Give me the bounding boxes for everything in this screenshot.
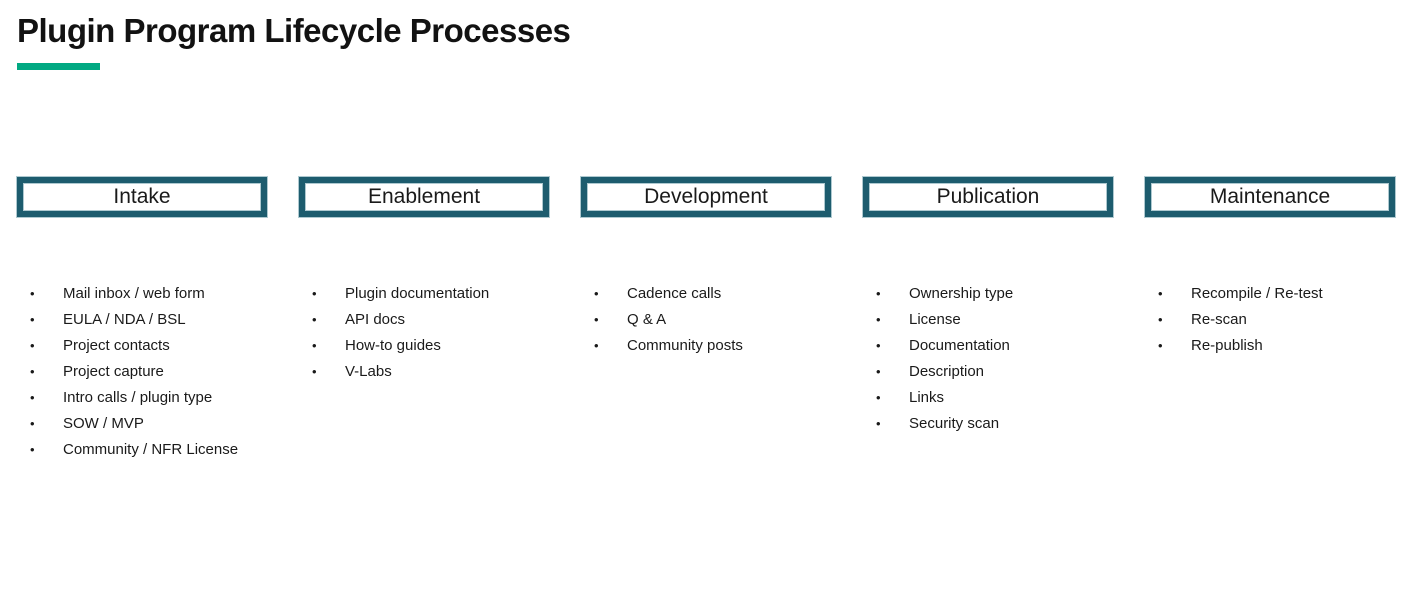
stage-list-item: • Project capture [17, 359, 267, 385]
bullet-icon: • [30, 312, 35, 327]
bullet-icon: • [312, 338, 317, 353]
stage-list-item: • Links [863, 385, 1113, 411]
stage-list-item: • Recompile / Re-test [1145, 281, 1395, 307]
stage-header-box: Enablement [298, 176, 550, 218]
lifecycle-column: Development • Cadence calls • Q & A • Communi… [580, 176, 832, 463]
title-accent-bar [17, 62, 100, 70]
stage-list-item: • Description [863, 359, 1113, 385]
bullet-icon: • [594, 312, 599, 327]
bullet-icon: • [312, 312, 317, 327]
stage-item-text: Mail inbox / web form [63, 285, 205, 302]
stage-item-text: Intro calls / plugin type [63, 389, 213, 406]
stage-item-text: Community posts [627, 337, 743, 354]
lifecycle-column: Publication • Ownership type • License • Docu… [862, 176, 1114, 463]
stage-list-item: • EULA / NDA / BSL [17, 307, 267, 333]
lifecycle-columns: Intake • Mail inbox / web form • EULA / NDA… [16, 176, 1396, 463]
bullet-icon: • [1158, 312, 1163, 327]
bullet-icon: • [1158, 338, 1163, 353]
bullet-icon: • [30, 416, 35, 431]
bullet-icon: • [876, 390, 881, 405]
stage-list-item: • Documentation [863, 333, 1113, 359]
lifecycle-column: Maintenance • Recompile / Re-test • Re-scan… [1144, 176, 1396, 463]
stage-header-box: Publication [862, 176, 1114, 218]
stage-item-text: Community / NFR License [63, 441, 239, 458]
stage-list-item: • Project contacts [17, 333, 267, 359]
stage-item-text: Plugin documentation [345, 285, 490, 302]
stage-item-text: Description [909, 363, 985, 380]
bullet-icon: • [876, 338, 881, 353]
stage-item-text: Q & A [627, 311, 667, 328]
stage-list-item: • Re-scan [1145, 307, 1395, 333]
stage-header-label: Enablement [367, 185, 481, 208]
stage-item-text: Re-scan [1191, 311, 1247, 328]
stage-list-item: • Mail inbox / web form [17, 281, 267, 307]
page-title: Plugin Program Lifecycle Processes [17, 12, 571, 49]
stage-item-text: Recompile / Re-test [1191, 285, 1323, 302]
stage-header-box: Intake [16, 176, 268, 218]
bullet-icon: • [594, 286, 599, 301]
stage-list-item: • Cadence calls [581, 281, 831, 307]
stage-header-label: Publication [936, 185, 1040, 208]
stage-item-list: • Ownership type • License • Documentation • De… [863, 281, 1113, 437]
stage-item-list: • Plugin documentation • API docs • How-to gu… [299, 281, 549, 385]
stage-list-item: • V-Labs [299, 359, 549, 385]
stage-list-item: • Plugin documentation [299, 281, 549, 307]
stage-list-item: • API docs [299, 307, 549, 333]
stage-list-item: • SOW / MVP [17, 411, 267, 437]
stage-item-text: Ownership type [909, 285, 1014, 302]
lifecycle-column: Enablement • Plugin documentation • API doc… [298, 176, 550, 463]
stage-list-item: • Community posts [581, 333, 831, 359]
bullet-icon: • [30, 442, 35, 457]
bullet-icon: • [876, 416, 881, 431]
stage-header-label: Intake [113, 185, 171, 208]
stage-item-list: • Cadence calls • Q & A • Community posts [581, 281, 831, 359]
lifecycle-column: Intake • Mail inbox / web form • EULA / NDA… [16, 176, 268, 463]
stage-list-item: • Re-publish [1145, 333, 1395, 359]
stage-item-text: How-to guides [345, 337, 441, 354]
bullet-icon: • [30, 286, 35, 301]
stage-list-item: • Intro calls / plugin type [17, 385, 267, 411]
stage-item-text: Security scan [909, 415, 1000, 432]
stage-list-item: • Ownership type [863, 281, 1113, 307]
stage-item-text: SOW / MVP [63, 415, 144, 432]
stage-list-item: • License [863, 307, 1113, 333]
stage-header-box: Maintenance [1144, 176, 1396, 218]
bullet-icon: • [30, 390, 35, 405]
bullet-icon: • [876, 286, 881, 301]
stage-item-text: API docs [345, 311, 406, 328]
stage-item-text: Project capture [63, 363, 164, 380]
bullet-icon: • [1158, 286, 1163, 301]
bullet-icon: • [30, 338, 35, 353]
stage-item-text: V-Labs [345, 363, 392, 380]
bullet-icon: • [594, 338, 599, 353]
stage-header-box: Development [580, 176, 832, 218]
bullet-icon: • [30, 364, 35, 379]
stage-item-text: Links [909, 389, 945, 406]
stage-item-text: Cadence calls [627, 285, 722, 302]
stage-header-label: Development [644, 185, 768, 208]
stage-list-item: • How-to guides [299, 333, 549, 359]
stage-item-text: Re-publish [1191, 337, 1263, 354]
bullet-icon: • [876, 312, 881, 327]
stage-list-item: • Q & A [581, 307, 831, 333]
stage-item-text: License [909, 311, 961, 328]
bullet-icon: • [312, 364, 317, 379]
stage-list-item: • Security scan [863, 411, 1113, 437]
stage-list-item: • Community / NFR License [17, 437, 267, 463]
bullet-icon: • [876, 364, 881, 379]
stage-item-text: EULA / NDA / BSL [63, 311, 186, 328]
stage-item-text: Documentation [909, 337, 1010, 354]
stage-header-label: Maintenance [1209, 185, 1331, 208]
bullet-icon: • [312, 286, 317, 301]
stage-item-list: • Recompile / Re-test • Re-scan • Re-publish [1145, 281, 1395, 359]
stage-item-list: •Mail inbox / web form•EULA / NDA / BSL•… [17, 281, 267, 463]
stage-item-text: Project contacts [63, 337, 170, 354]
